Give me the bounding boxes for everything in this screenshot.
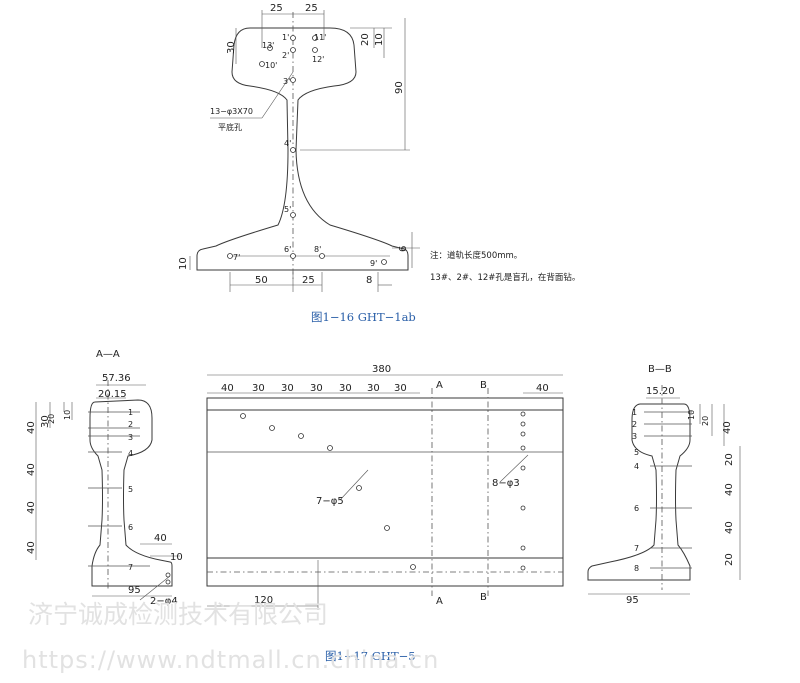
hole-label: 9' [370, 259, 377, 268]
side-holes-right: 8−φ3 [492, 478, 520, 489]
section-aa-title: A—A [96, 349, 120, 360]
cut-a-bottom: A [436, 596, 443, 607]
side-view: 380 40 30 30 30 30 30 30 40 120 7−φ5 8−φ… [206, 364, 564, 610]
aa-dim-w2: 20.15 [98, 389, 127, 400]
aa-hole-label: 2 [128, 420, 133, 429]
hole-label: 6' [284, 245, 291, 254]
aa-hole-label: 5 [128, 485, 133, 494]
hole-label: 1' [282, 33, 289, 42]
dim-head-height: 30 [226, 41, 237, 54]
side-spacing: 30 [252, 383, 265, 394]
bb-hole-label: 6 [634, 504, 639, 513]
side-bottom: 120 [254, 595, 273, 606]
hole-label: 3' [283, 77, 290, 86]
aa-hole-label: 1 [128, 408, 133, 417]
bb-dim-v10: 10 [687, 410, 696, 420]
aa-dim-hole: 2−φ4 [150, 596, 178, 607]
aa-dim-v40c: 40 [26, 501, 37, 514]
side-length: 380 [372, 364, 391, 375]
side-right-40: 40 [536, 383, 549, 394]
aa-dim-foot-10: 10 [170, 552, 183, 563]
figure1-rail-profile: 25 25 30 20 10 90 6 10 50 25 8 13−φ3X70 … [178, 3, 580, 324]
note-line1: 注：道轨长度500mm。 [430, 250, 522, 261]
aa-hole-label: 7 [128, 563, 133, 572]
bb-hole-label: 2 [632, 420, 637, 429]
dim-overall-90: 90 [394, 81, 405, 94]
dim-bottom-50: 50 [255, 275, 268, 286]
aa-dim-width: 57.36 [102, 373, 131, 384]
bb-dim-v20: 20 [701, 416, 710, 426]
aa-dim-base: 95 [128, 585, 141, 596]
side-spacing: 30 [339, 383, 352, 394]
watermark-company: 济宁诚成检测技术有限公司 [28, 600, 328, 629]
aa-dim-v20: 20 [47, 414, 56, 424]
side-spacing: 30 [281, 383, 294, 394]
aa-dim-v30: 30 [40, 415, 51, 428]
side-spacing: 30 [394, 383, 407, 394]
bb-dim-v20c: 20 [724, 553, 735, 566]
dim-top-right: 25 [305, 3, 318, 14]
cut-a-top: A [436, 380, 443, 391]
bb-dim-v40: 40 [722, 421, 733, 434]
hole-label: 8' [314, 245, 321, 254]
bb-hole-label: 8 [634, 564, 639, 573]
aa-dim-v40a: 40 [26, 421, 37, 434]
bb-dim-base: 95 [626, 595, 639, 606]
hole-label: 7' [233, 253, 240, 262]
bb-hole-label: 5 [634, 448, 639, 457]
hole-label: 13' [262, 41, 274, 50]
hole-label: 2' [282, 51, 289, 60]
hole-label: 10' [265, 61, 277, 70]
dim-right-20: 20 [360, 33, 371, 46]
hole-spec-sub: 平底孔 [218, 122, 242, 132]
figure2-caption: 图1−17 GHT−5 [325, 649, 416, 663]
figure1-caption: 图1−16 GHT−1ab [311, 310, 416, 324]
aa-hole-label: 6 [128, 523, 133, 532]
bb-dim-v20b: 20 [724, 453, 735, 466]
dim-base-6: 6 [398, 246, 409, 252]
section-bb: B—B 15.20 10 20 40 20 40 40 20 95 1 2 3 … [587, 364, 741, 606]
side-spacing: 30 [367, 383, 380, 394]
hole-label: 12' [312, 55, 324, 64]
dim-top-left: 25 [270, 3, 283, 14]
note-line2: 13#、2#、12#孔是盲孔，在背面钻。 [430, 272, 580, 283]
aa-hole-label: 3 [128, 433, 133, 442]
side-spacing: 40 [221, 383, 234, 394]
hole-label: 5' [284, 205, 291, 214]
side-spacing: 30 [310, 383, 323, 394]
hole-label: 4' [284, 139, 291, 148]
dim-right-10: 10 [374, 33, 385, 46]
bb-dim-v40b: 40 [724, 483, 735, 496]
dim-base-10: 10 [178, 257, 189, 270]
cut-b-bottom: B [480, 592, 487, 603]
cut-b-top: B [480, 380, 487, 391]
watermark-url: https://www.ndtmall.cn.china.cn [22, 646, 439, 674]
bb-hole-label: 4 [634, 462, 639, 471]
dim-bottom-8: 8 [366, 275, 372, 286]
hole-label: 11' [314, 33, 326, 42]
aa-dim-v10: 10 [63, 410, 72, 420]
aa-dim-v40b: 40 [26, 463, 37, 476]
bb-dim-w: 15.20 [646, 386, 675, 397]
hole-spec: 13−φ3X70 [210, 107, 253, 116]
dim-bottom-25: 25 [302, 275, 315, 286]
section-aa: A—A 57.36 20.15 10 20 40 30 40 40 40 40 … [26, 349, 183, 607]
aa-hole-label: 4 [128, 449, 133, 458]
aa-dim-v40d: 40 [26, 541, 37, 554]
section-bb-title: B—B [648, 364, 672, 375]
bb-hole-label: 3 [632, 432, 637, 441]
bb-hole-label: 1 [632, 408, 637, 417]
aa-dim-foot-40: 40 [154, 533, 167, 544]
bb-hole-label: 7 [634, 544, 639, 553]
bb-dim-v40c: 40 [724, 521, 735, 534]
side-holes-left: 7−φ5 [316, 496, 344, 507]
